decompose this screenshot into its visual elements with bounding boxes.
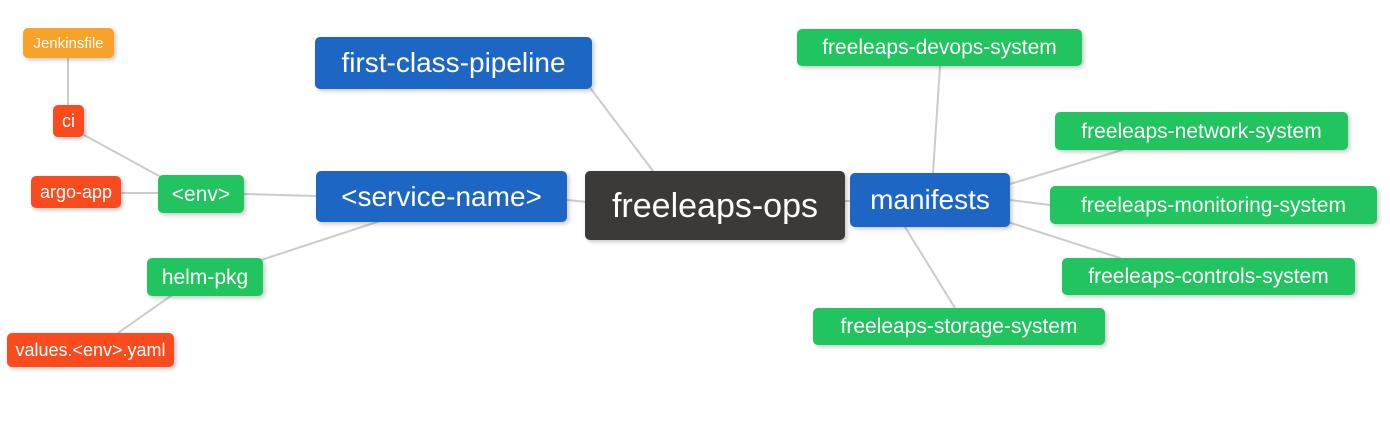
- node-freeleaps-devops-system[interactable]: freeleaps-devops-system: [797, 29, 1082, 66]
- node-freeleaps-ops[interactable]: freeleaps-ops: [585, 171, 845, 240]
- node-freeleaps-network-system[interactable]: freeleaps-network-system: [1055, 112, 1348, 150]
- edge-env-service-name: [243, 193, 317, 197]
- edge-values-env-yaml-helm-pkg: [117, 294, 173, 334]
- node-manifests[interactable]: manifests: [850, 173, 1010, 227]
- node-first-class-pipeline[interactable]: first-class-pipeline: [315, 37, 592, 89]
- node-env[interactable]: <env>: [158, 175, 244, 213]
- node-freeleaps-monitoring-system[interactable]: freeleaps-monitoring-system: [1050, 186, 1377, 224]
- node-freeleaps-storage-system[interactable]: freeleaps-storage-system: [813, 308, 1105, 345]
- edge-manifests-freeleaps-devops-system: [932, 65, 941, 174]
- node-helm-pkg[interactable]: helm-pkg: [147, 258, 263, 296]
- node-freeleaps-controls-system[interactable]: freeleaps-controls-system: [1062, 258, 1355, 295]
- node-jenkinsfile[interactable]: Jenkinsfile: [23, 28, 114, 58]
- node-values-env-yaml[interactable]: values.<env>.yaml: [7, 333, 174, 367]
- node-ci[interactable]: ci: [53, 105, 84, 137]
- edge-manifests-freeleaps-storage-system: [904, 226, 956, 309]
- edge-manifests-freeleaps-network-system: [1009, 149, 1123, 185]
- edge-helm-pkg-service-name: [257, 220, 381, 262]
- edge-ci-env: [83, 134, 162, 178]
- edge-manifests-freeleaps-monitoring-system: [1009, 199, 1051, 206]
- edge-service-name-freeleaps-ops: [566, 199, 588, 203]
- edge-manifests-freeleaps-controls-system: [1007, 221, 1121, 259]
- node-argo-app[interactable]: argo-app: [31, 176, 121, 208]
- node-service-name[interactable]: <service-name>: [316, 171, 567, 222]
- edge-first-class-pipeline-freeleaps-ops: [590, 88, 654, 172]
